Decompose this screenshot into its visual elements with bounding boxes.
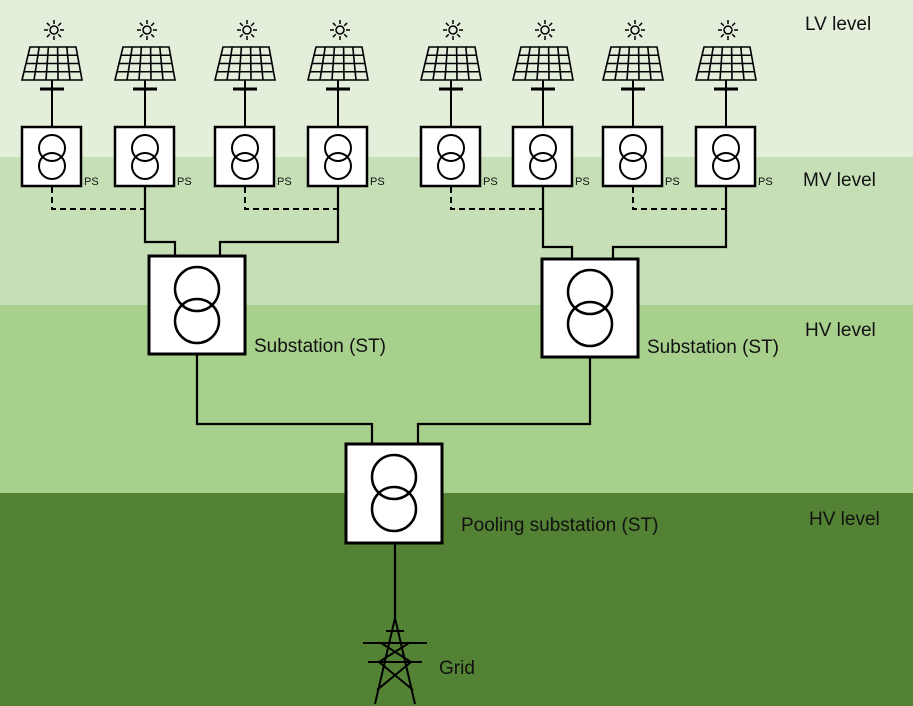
solar-panel-icon <box>511 46 574 81</box>
feeder-line <box>218 187 340 256</box>
pv-unit: PS <box>20 20 99 188</box>
power-station: PS <box>601 125 680 188</box>
substation-left: Substation (ST) <box>147 254 386 357</box>
transformer-icon <box>370 453 418 533</box>
solar-panel-icon <box>20 46 83 81</box>
power-station-label: PS <box>575 176 590 188</box>
power-station: PS <box>20 125 99 188</box>
sun-icon <box>625 20 645 40</box>
hv-line <box>195 354 374 444</box>
transformer-icon <box>173 265 221 345</box>
pv-unit: PS <box>694 20 773 188</box>
sun-icon <box>535 20 555 40</box>
pv-unit: PS <box>213 20 292 188</box>
power-station: PS <box>511 125 590 188</box>
level-label-hv-lower: HV level <box>809 509 880 530</box>
power-station: PS <box>306 125 385 188</box>
hv-line <box>416 357 592 444</box>
feeder-line <box>611 187 728 258</box>
sun-icon <box>44 20 64 40</box>
level-label-lv: LV level <box>805 14 871 35</box>
transformer-icon <box>437 134 465 180</box>
transformer-icon <box>38 134 66 180</box>
solar-panel-icon <box>306 46 369 81</box>
pv-unit: PS <box>306 20 385 188</box>
power-station-label: PS <box>483 176 498 188</box>
transformer-icon <box>529 134 557 180</box>
solar-panel-icon <box>213 46 276 81</box>
collector-line <box>51 187 145 210</box>
pv-unit: PS <box>601 20 680 188</box>
power-station-label: PS <box>277 176 292 188</box>
sun-icon <box>718 20 738 40</box>
pooling-substation: Pooling substation (ST) <box>344 442 659 545</box>
transformer-icon <box>619 134 647 180</box>
grid-label: Grid <box>439 658 475 679</box>
substation-label: Substation (ST) <box>647 337 779 358</box>
pv-unit: PS <box>113 20 192 188</box>
power-station-label: PS <box>665 176 680 188</box>
pv-units: PS PS PS PS PS PS PS PS <box>20 20 773 188</box>
collector-line <box>244 187 338 210</box>
power-station: PS <box>694 125 773 188</box>
transformer-icon <box>566 268 614 348</box>
pv-unit: PS <box>419 20 498 188</box>
substation-label: Substation (ST) <box>254 336 386 357</box>
solar-panel-icon <box>694 46 757 81</box>
transmission-tower-icon <box>363 617 427 705</box>
solar-panel-icon <box>419 46 482 81</box>
substation-right: Substation (ST) <box>540 257 779 359</box>
pv-unit: PS <box>511 20 590 188</box>
feeder-line <box>143 187 177 256</box>
power-station-label: PS <box>758 176 773 188</box>
sun-icon <box>137 20 157 40</box>
collector-line <box>450 187 543 210</box>
sun-icon <box>330 20 350 40</box>
power-station: PS <box>113 125 192 188</box>
transformer-icon <box>231 134 259 180</box>
level-label-mv: MV level <box>803 170 876 191</box>
power-station-label: PS <box>177 176 192 188</box>
power-station: PS <box>213 125 292 188</box>
solar-panel-icon <box>601 46 664 81</box>
collector-line <box>632 187 726 210</box>
pooling-substation-label: Pooling substation (ST) <box>461 515 659 536</box>
solar-panel-icon <box>113 46 176 81</box>
sun-icon <box>237 20 257 40</box>
transformer-icon <box>712 134 740 180</box>
connection-lines <box>143 187 728 618</box>
collector-dashed-lines <box>51 187 726 210</box>
power-station-label: PS <box>370 176 385 188</box>
power-station-label: PS <box>84 176 99 188</box>
transformer-icon <box>131 134 159 180</box>
power-station: PS <box>419 125 498 188</box>
sun-icon <box>443 20 463 40</box>
band-hv-lower <box>0 493 913 706</box>
transformer-icon <box>324 134 352 180</box>
level-label-hv-upper: HV level <box>805 320 876 341</box>
feeder-line <box>541 187 574 258</box>
